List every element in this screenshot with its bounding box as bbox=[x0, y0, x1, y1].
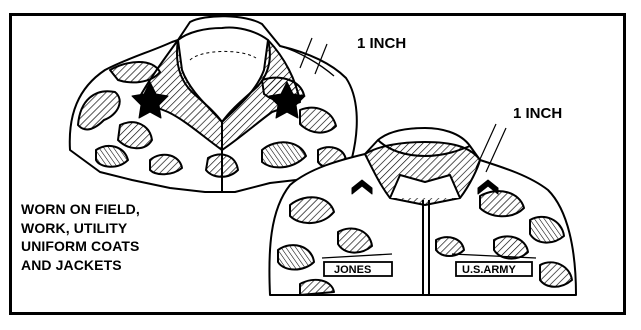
name-tape-left: JONES bbox=[324, 262, 392, 276]
caption-line-3: UNIFORM COATS bbox=[21, 237, 231, 256]
name-tape-right: U.S.ARMY bbox=[456, 262, 532, 276]
name-tape-right-text: U.S.ARMY bbox=[462, 264, 516, 276]
caption-line-2: WORK, UTILITY bbox=[21, 219, 231, 238]
jacket-collar-view bbox=[70, 16, 357, 192]
caption-line-1: WORN ON FIELD, bbox=[21, 200, 231, 219]
caption-line-4: AND JACKETS bbox=[21, 256, 231, 275]
measurement-label-right: 1 INCH bbox=[513, 105, 562, 122]
measurement-label-top: 1 INCH bbox=[357, 35, 406, 52]
figure-caption: WORN ON FIELD, WORK, UTILITY UNIFORM COA… bbox=[21, 200, 231, 274]
name-tape-left-text: JONES bbox=[334, 264, 371, 276]
